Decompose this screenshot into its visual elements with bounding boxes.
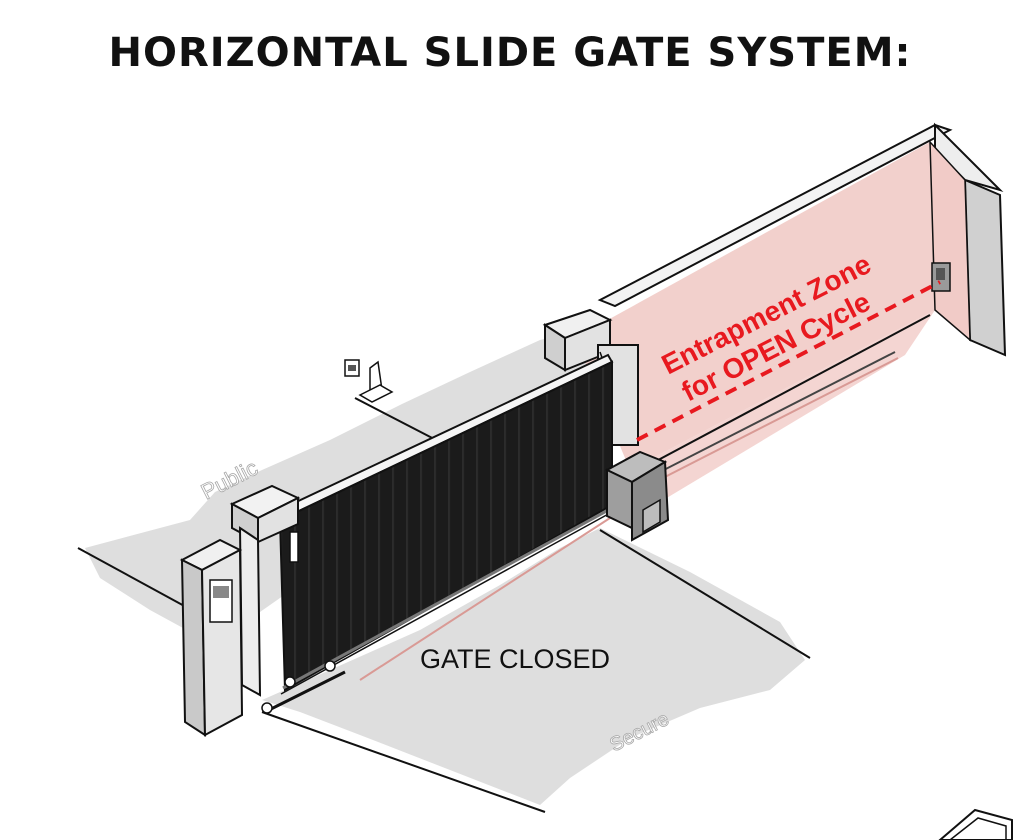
boundary-line-secure-bottom — [261, 711, 546, 813]
receiving-post — [542, 308, 613, 372]
boundary-line-left — [77, 547, 189, 609]
entrapment-zone-shading — [575, 142, 935, 470]
gate-guide-bracket — [289, 531, 299, 563]
secure-ground-area — [262, 528, 805, 805]
gate-post-front — [229, 484, 301, 697]
gate-bottom-rail-edge — [280, 511, 613, 695]
back-wall-top — [597, 123, 953, 308]
end-wall-front — [963, 178, 1007, 357]
track-end-stop — [261, 702, 273, 714]
photo-eye-sensor-right — [931, 262, 951, 292]
floor-track-under-red — [359, 517, 611, 681]
floor-track-front — [264, 670, 346, 714]
label-gate-closed: GATE CLOSED — [420, 644, 610, 674]
intercom-keypad — [209, 579, 233, 623]
boundary-line-secure-right — [599, 529, 811, 659]
back-wall-bottom-edge — [629, 314, 931, 476]
gate-operator-motor — [604, 450, 670, 542]
keypad-post — [358, 360, 394, 403]
partial-post-icon — [938, 808, 1013, 840]
gate-roller-rear — [324, 660, 336, 672]
gate-roller-front — [284, 676, 296, 688]
diagram-title: HORIZONTAL SLIDE GATE SYSTEM: — [108, 30, 912, 76]
gate-bottom-rail — [282, 506, 613, 690]
entrapment-zone-floor — [630, 310, 935, 520]
keypad-camera-icon — [344, 359, 360, 377]
boundary-line-public — [354, 397, 441, 443]
left-pillar — [179, 538, 244, 737]
entrapment-beam — [636, 280, 941, 442]
